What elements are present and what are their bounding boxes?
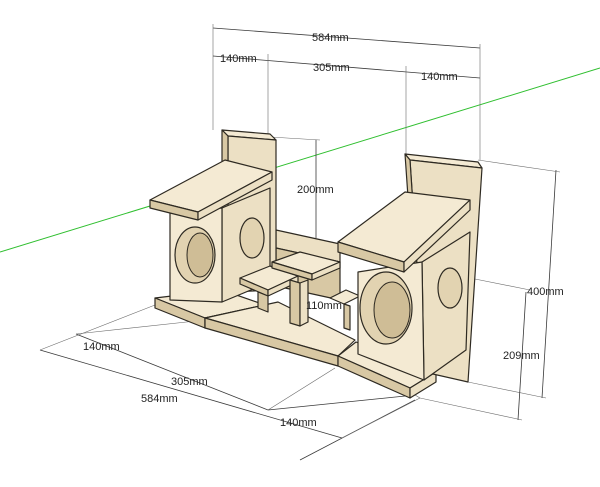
right-dimensions [419,159,561,421]
dim-top-right: 140mm [421,71,458,83]
dim-top-total: 584mm [312,32,349,44]
dim-height-400: 400mm [527,286,564,298]
dim-top-mid: 305mm [313,62,350,74]
dim-bottom-total: 584mm [141,393,178,405]
dim-height-200: 200mm [297,184,334,196]
center-bench [239,251,361,331]
dim-bottom-right: 140mm [280,417,317,429]
top-dimensions [212,24,481,238]
dim-bottom-mid: 305mm [171,376,208,388]
bottom-dimensions [39,304,421,461]
dim-height-110: 110mm [306,300,342,312]
right-birdhouse [337,153,483,383]
left-birdhouse [149,129,277,303]
green-axis-line [0,67,600,253]
dim-bottom-left: 140mm [83,341,120,353]
dim-height-209: 209mm [503,350,540,362]
dim-top-left: 140mm [220,53,257,65]
